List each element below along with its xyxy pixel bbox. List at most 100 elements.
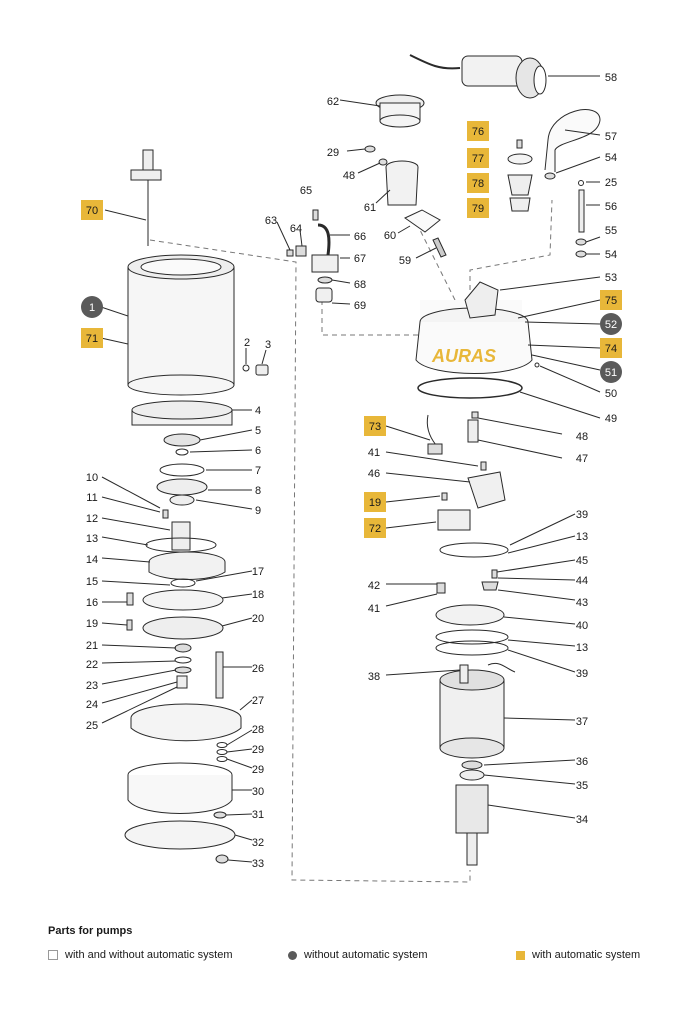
callout-number: 67 [354, 253, 366, 265]
callout-number: 72 [369, 523, 381, 535]
callout-17: 17 [252, 566, 264, 578]
callout-number: 5 [255, 425, 261, 437]
callout-71: 71 [81, 328, 103, 348]
callout-57: 57 [605, 131, 617, 143]
callout-2: 2 [244, 337, 250, 349]
yellow-square-icon [516, 950, 525, 960]
callout-49: 49 [605, 413, 617, 425]
callout-51: 51 [600, 361, 622, 383]
callout-1: 1 [81, 296, 103, 318]
callout-number: 13 [576, 531, 588, 543]
callout-number: 52 [605, 319, 617, 331]
callout-31: 31 [252, 809, 264, 821]
callout-3: 3 [265, 339, 271, 351]
callout-25: 25 [605, 177, 617, 189]
callout-26: 26 [252, 663, 264, 675]
callout-number: 30 [252, 786, 264, 798]
callout-38: 38 [368, 671, 380, 683]
callout-number: 1 [89, 302, 95, 314]
callout-number: 48 [576, 431, 588, 443]
callout-number: 13 [86, 533, 98, 545]
pump-housing [127, 254, 235, 396]
callout-41: 41 [368, 447, 380, 459]
callout-7: 7 [255, 465, 261, 477]
callout-number: 29 [252, 744, 264, 756]
callout-number: 26 [252, 663, 264, 675]
callout-43: 43 [576, 597, 588, 609]
callout-number: 46 [368, 468, 380, 480]
callout-47: 47 [576, 453, 588, 465]
callout-64: 64 [290, 223, 302, 235]
callout-70: 70 [81, 200, 103, 220]
callout-30: 30 [252, 786, 264, 798]
callout-34: 34 [576, 814, 588, 826]
callout-number: 43 [576, 597, 588, 609]
callout-number: 53 [605, 272, 617, 284]
callout-54: 54 [605, 152, 617, 164]
callout-19: 19 [86, 618, 98, 630]
callout-65: 65 [300, 185, 312, 197]
callout-number: 56 [605, 201, 617, 213]
callout-number: 57 [605, 131, 617, 143]
callout-50: 50 [605, 388, 617, 400]
callout-number: 44 [576, 575, 588, 587]
callout-number: 24 [86, 699, 98, 711]
callout-number: 18 [252, 589, 264, 601]
callout-16: 16 [86, 597, 98, 609]
callout-55: 55 [605, 225, 617, 237]
callout-number: 9 [255, 505, 261, 517]
callout-69: 69 [354, 300, 366, 312]
callout-13: 13 [576, 531, 588, 543]
callout-number: 10 [86, 472, 98, 484]
exploded-parts-diagram: AURAS [81, 54, 622, 883]
callout-number: 25 [86, 720, 98, 732]
callout-number: 11 [86, 492, 97, 504]
legend-item-both: with and without automatic system [48, 949, 233, 961]
callout-66: 66 [354, 231, 366, 243]
callout-number: 14 [86, 554, 98, 566]
callout-52: 52 [600, 313, 622, 335]
callout-75: 75 [600, 290, 622, 310]
callout-36: 36 [576, 756, 588, 768]
callout-4: 4 [255, 405, 261, 417]
callout-6: 6 [255, 445, 261, 457]
callout-number: 17 [252, 566, 264, 578]
legend-title: Parts for pumps [48, 925, 133, 937]
callout-number: 62 [327, 96, 339, 108]
callout-number: 28 [252, 724, 264, 736]
callout-number: 58 [605, 72, 617, 84]
callout-number: 60 [384, 230, 396, 242]
callout-number: 65 [300, 185, 312, 197]
callout-29: 29 [327, 147, 339, 159]
callout-number: 2 [244, 337, 250, 349]
callout-28: 28 [252, 724, 264, 736]
callout-45: 45 [576, 555, 588, 567]
callout-number: 16 [86, 597, 98, 609]
callout-number: 36 [576, 756, 588, 768]
callout-number: 19 [369, 497, 381, 509]
callout-12: 12 [86, 513, 98, 525]
callout-number: 22 [86, 659, 98, 671]
callout-76: 76 [467, 121, 489, 141]
float-body [385, 160, 419, 206]
callout-number: 40 [576, 620, 588, 632]
callout-number: 47 [576, 453, 588, 465]
callout-41: 41 [368, 603, 380, 615]
hose [544, 109, 601, 172]
callout-46: 46 [368, 468, 380, 480]
callout-number: 39 [576, 668, 588, 680]
legend-item-without: without automatic system [288, 949, 428, 961]
callout-22: 22 [86, 659, 98, 671]
grey-circle-icon [288, 950, 297, 960]
callout-number: 8 [255, 485, 261, 497]
legend-label: with automatic system [532, 949, 641, 961]
callout-number: 29 [252, 764, 264, 776]
callout-number: 19 [86, 618, 98, 630]
callout-number: 21 [86, 640, 98, 652]
callout-number: 27 [252, 695, 264, 707]
callout-77: 77 [467, 148, 489, 168]
callout-number: 61 [364, 202, 376, 214]
callout-number: 68 [354, 279, 366, 291]
callout-number: 23 [86, 680, 98, 692]
callout-29: 29 [252, 744, 264, 756]
